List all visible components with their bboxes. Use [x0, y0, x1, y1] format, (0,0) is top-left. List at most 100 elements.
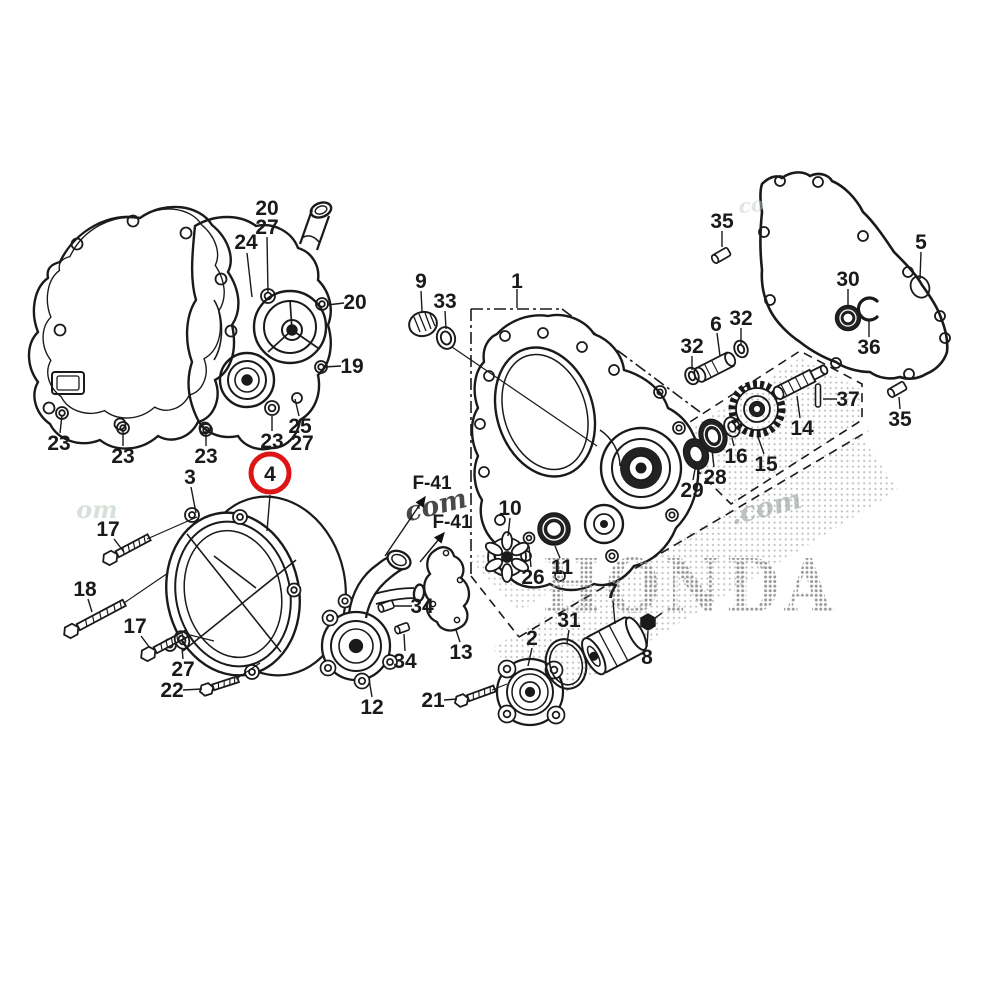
part-oil-filler-cap-9: [408, 310, 438, 338]
bolt-alignment-lines-left: [123, 516, 261, 680]
ref-label-0: F-41: [412, 473, 452, 494]
callout-5: 5: [915, 231, 927, 254]
callout-21: 21: [421, 689, 445, 712]
callout-23: 23: [111, 445, 134, 468]
callout-20: 20: [255, 197, 278, 220]
watermark-text-0: om: [76, 495, 117, 524]
part-clutch-cover-gasket-topleft: [27, 205, 240, 450]
callout-leader-29: [692, 463, 697, 481]
callout-29: 29: [680, 479, 703, 502]
callout-leader-24: [246, 252, 253, 298]
callout-14: 14: [790, 417, 814, 440]
callout-34: 34: [410, 595, 434, 618]
part-oring-33: [435, 326, 457, 350]
callout-leader-26: [528, 545, 532, 568]
part-bolt-22: [198, 675, 241, 697]
callout-23: 23: [260, 430, 283, 453]
part-dowel-34b: [394, 622, 411, 635]
ref-arrow-1: [419, 531, 445, 563]
callout-leader-5: [919, 251, 922, 280]
part-right-crankcase-cover-topleft: [55, 201, 333, 451]
highlight-circle: [248, 451, 292, 495]
callout-leader-2: [527, 647, 533, 667]
cap-position-line: [451, 346, 598, 447]
callout-34: 34: [393, 650, 417, 673]
callout-leader-10: [507, 517, 511, 537]
callout-leader-12: [368, 678, 373, 698]
callout-35: 35: [888, 408, 912, 431]
part-impeller-10: [484, 531, 530, 583]
callout-28: 28: [703, 466, 727, 489]
part-shaft-14: [772, 364, 829, 400]
part-bolt-18: [63, 598, 128, 640]
callout-15: 15: [754, 453, 778, 476]
part-dowel-35a: [710, 246, 732, 264]
callout-4: 4: [264, 463, 276, 486]
part-oil-seal-30: [834, 304, 862, 332]
callout-17: 17: [123, 615, 146, 638]
callout-leader-17: [140, 635, 151, 649]
callout-2: 2: [526, 627, 538, 650]
callout-leader-22: [182, 688, 203, 691]
callout-30: 30: [836, 268, 859, 291]
callout-leader-11: [554, 545, 561, 559]
callout-leader-25: [294, 398, 300, 417]
callout-3: 3: [184, 466, 196, 489]
callout-leader-27: [266, 236, 269, 294]
callout-23: 23: [194, 445, 217, 468]
callout-32: 32: [680, 335, 703, 358]
callout-8: 8: [641, 646, 653, 669]
callout-leader-27: [181, 647, 184, 660]
callout-1: 1: [511, 270, 523, 293]
part-washer-26: [522, 531, 536, 545]
callout-22: 22: [160, 679, 183, 702]
callout-leader-15: [757, 436, 765, 455]
part-gasket-5: [758, 171, 951, 380]
callout-11: 11: [551, 556, 574, 579]
part-oring-32a: [684, 366, 700, 386]
callout-leader-19: [323, 365, 342, 368]
part-gasket-13: [423, 546, 471, 632]
part-circlip-36: [856, 296, 879, 322]
part-dowel-34a: [377, 599, 395, 613]
callout-leader-17: [113, 538, 125, 553]
callout-20: 20: [343, 291, 366, 314]
part-gear-15: [728, 380, 786, 438]
callout-leader-18: [87, 598, 93, 613]
part-bearing-28: [698, 418, 728, 454]
callout-23: 23: [47, 432, 70, 455]
callout-32: 32: [729, 307, 752, 330]
callout-leader-35: [898, 396, 901, 410]
callout-24: 24: [234, 231, 258, 254]
part-pin-37: [814, 383, 822, 408]
ref-arrow-0: [384, 495, 426, 557]
callout-leader-9: [420, 290, 423, 312]
callout-37: 37: [836, 388, 859, 411]
callout-leader-8: [646, 630, 649, 648]
ref-label-1: F-41: [432, 512, 472, 533]
callout-27: 27: [255, 216, 278, 239]
part-plug-8: [640, 612, 663, 631]
callout-12: 12: [360, 696, 383, 719]
callout-leader-3: [190, 486, 197, 514]
callout-7: 7: [606, 580, 618, 603]
callout-leader-21: [443, 698, 458, 701]
callout-19: 19: [340, 355, 363, 378]
callout-leader-33: [444, 310, 447, 330]
callout-leader-28: [711, 449, 715, 468]
callout-leader-14: [796, 395, 801, 419]
part-oring-32b: [733, 339, 749, 359]
part-water-pump-12: [319, 549, 426, 690]
callout-6: 6: [710, 313, 722, 336]
watermark-text-4: HONDA: [543, 544, 838, 630]
callout-31: 31: [557, 609, 581, 632]
part-bolt-21: [454, 684, 497, 708]
reference-label-layer: F-41F-41: [384, 473, 472, 563]
callout-17: 17: [96, 518, 119, 541]
callout-10: 10: [498, 497, 521, 520]
callout-27: 27: [290, 432, 313, 455]
callout-leader-7: [612, 600, 616, 625]
callout-leader-16: [731, 437, 735, 447]
